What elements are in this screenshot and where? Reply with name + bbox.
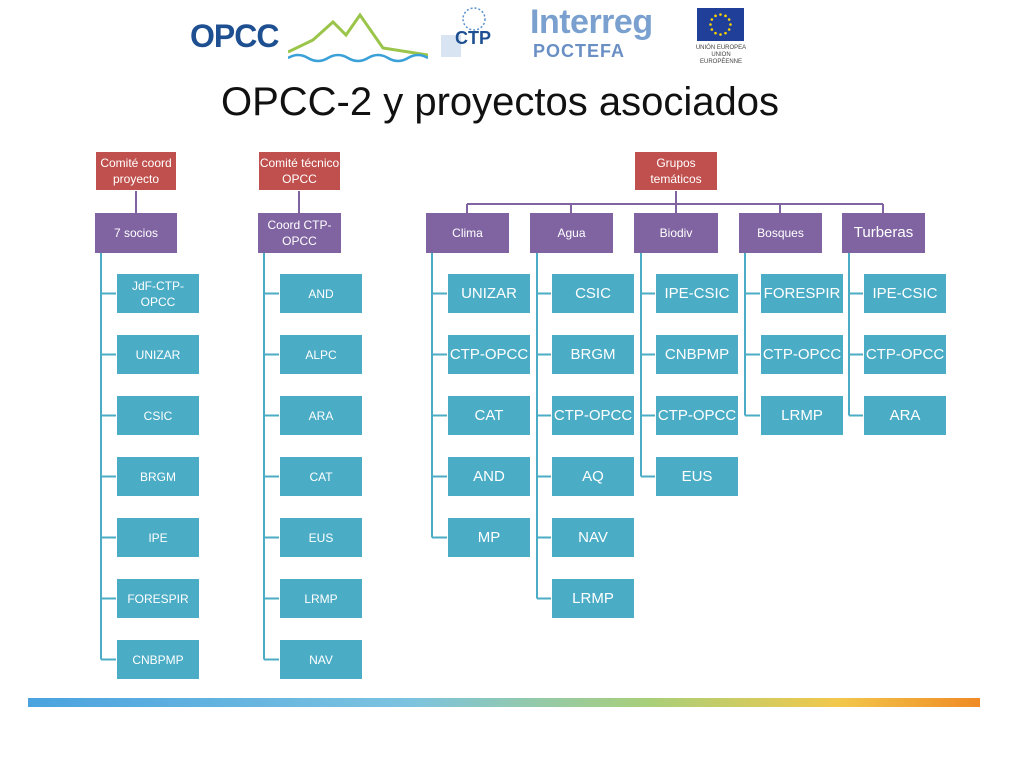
member-box: NAV [551, 517, 635, 558]
group-comite-tecnico: Comité técnico OPCC [258, 151, 341, 191]
member-box: LRMP [760, 395, 844, 436]
member-box: CSIC [116, 395, 200, 436]
page-title: OPCC-2 y proyectos asociados [220, 80, 779, 124]
eu-star [729, 23, 732, 26]
member-box: CNBPMP [116, 639, 200, 680]
member-box: JdF-CTP-OPCC [116, 273, 200, 314]
member-box: CSIC [551, 273, 635, 314]
member-box: IPE [116, 517, 200, 558]
eu-star [710, 28, 714, 31]
column-head-bosques: Bosques [739, 213, 822, 253]
member-box: ARA [279, 395, 363, 436]
ctp-logo-text: CTP [455, 28, 491, 48]
member-box: IPE-CSIC [863, 273, 947, 314]
group-grupos-tematicos: Grupos temáticos [634, 151, 718, 191]
column-head-clima: Clima [426, 213, 509, 253]
member-box: LRMP [551, 578, 635, 619]
bottom-gradient-bar [28, 698, 980, 707]
member-box: CTP-OPCC [551, 395, 635, 436]
ctp-logo-icon [441, 7, 486, 57]
member-box: CTP-OPCC [655, 395, 739, 436]
member-box: FORESPIR [116, 578, 200, 619]
eu-label: UNIÓN EUROPEA UNION EUROPÉENNE [690, 45, 752, 66]
eu-star [719, 33, 722, 36]
member-box: AND [279, 273, 363, 314]
eu-flag-icon [697, 8, 744, 41]
eu-label-es: UNIÓN EUROPEA [695, 45, 747, 51]
member-box: UNIZAR [447, 273, 531, 314]
member-box: LRMP [279, 578, 363, 619]
column-head-agua: Agua [530, 213, 613, 253]
member-box: MP [447, 517, 531, 558]
interreg-logo: Interreg [530, 3, 653, 41]
group-comite-coord: Comité coord proyecto [95, 151, 177, 191]
member-box: BRGM [116, 456, 200, 497]
member-box: EUS [279, 517, 363, 558]
member-box: BRGM [551, 334, 635, 375]
eu-star [719, 13, 722, 16]
member-box: NAV [279, 639, 363, 680]
member-box: CTP-OPCC [447, 334, 531, 375]
eu-star [709, 23, 712, 26]
member-box: FORESPIR [760, 273, 844, 314]
column-head-coord-ctp-opcc: Coord CTP-OPCC [258, 213, 341, 253]
column-head-turberas: Turberas [842, 213, 925, 253]
eu-star [710, 18, 714, 21]
eu-star [724, 14, 727, 18]
member-box: IPE-CSIC [655, 273, 739, 314]
member-box: ARA [863, 395, 947, 436]
eu-star [724, 31, 727, 35]
member-box: UNIZAR [116, 334, 200, 375]
member-box: CAT [447, 395, 531, 436]
member-box: CNBPMP [655, 334, 739, 375]
column-head-7-socios: 7 socios [95, 213, 177, 253]
member-box: AND [447, 456, 531, 497]
poctefa-logo: POCTEFA [533, 41, 626, 61]
eu-label-fr: UNION EUROPÉENNE [699, 52, 742, 65]
eu-star [727, 28, 731, 31]
member-box: CTP-OPCC [760, 334, 844, 375]
eu-star [714, 14, 717, 18]
eu-star [727, 18, 731, 21]
member-box: CTP-OPCC [863, 334, 947, 375]
opcc-logo: OPCC [190, 18, 279, 54]
eu-star [714, 31, 717, 35]
member-box: ALPC [279, 334, 363, 375]
mountain-wave-icon [288, 12, 428, 63]
member-box: EUS [655, 456, 739, 497]
member-box: CAT [279, 456, 363, 497]
member-box: AQ [551, 456, 635, 497]
column-head-biodiv: Biodiv [634, 213, 718, 253]
